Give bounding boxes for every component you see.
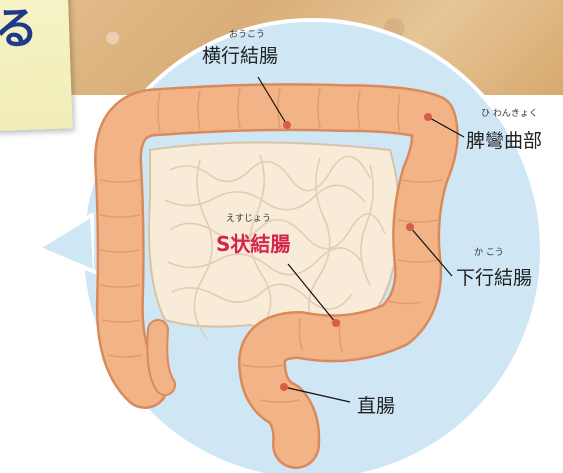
transverse-colon-ruby: おうこう (229, 30, 266, 40)
marker-dots (280, 113, 432, 391)
descending-colon-ruby: か こう (474, 248, 504, 258)
intestine-folds (164, 154, 386, 341)
sigmoid-colon-label: S状結腸 (216, 232, 291, 256)
splenic-flexure-ruby: ひ わんきょく (481, 109, 538, 119)
sigmoid-colon-ruby: えすじょう (226, 214, 272, 224)
sticky-note-text: る (0, 3, 38, 54)
splenic-flexure-label: 脾彎曲部 (466, 130, 543, 152)
leader-lines (257, 76, 465, 403)
rectum-label: 直腸 (357, 395, 396, 417)
colon (94, 83, 459, 469)
descending-colon-label: 下行結腸 (456, 267, 533, 289)
colon-haustra (99, 87, 443, 403)
transverse-colon-label: 横行結腸 (202, 45, 279, 67)
